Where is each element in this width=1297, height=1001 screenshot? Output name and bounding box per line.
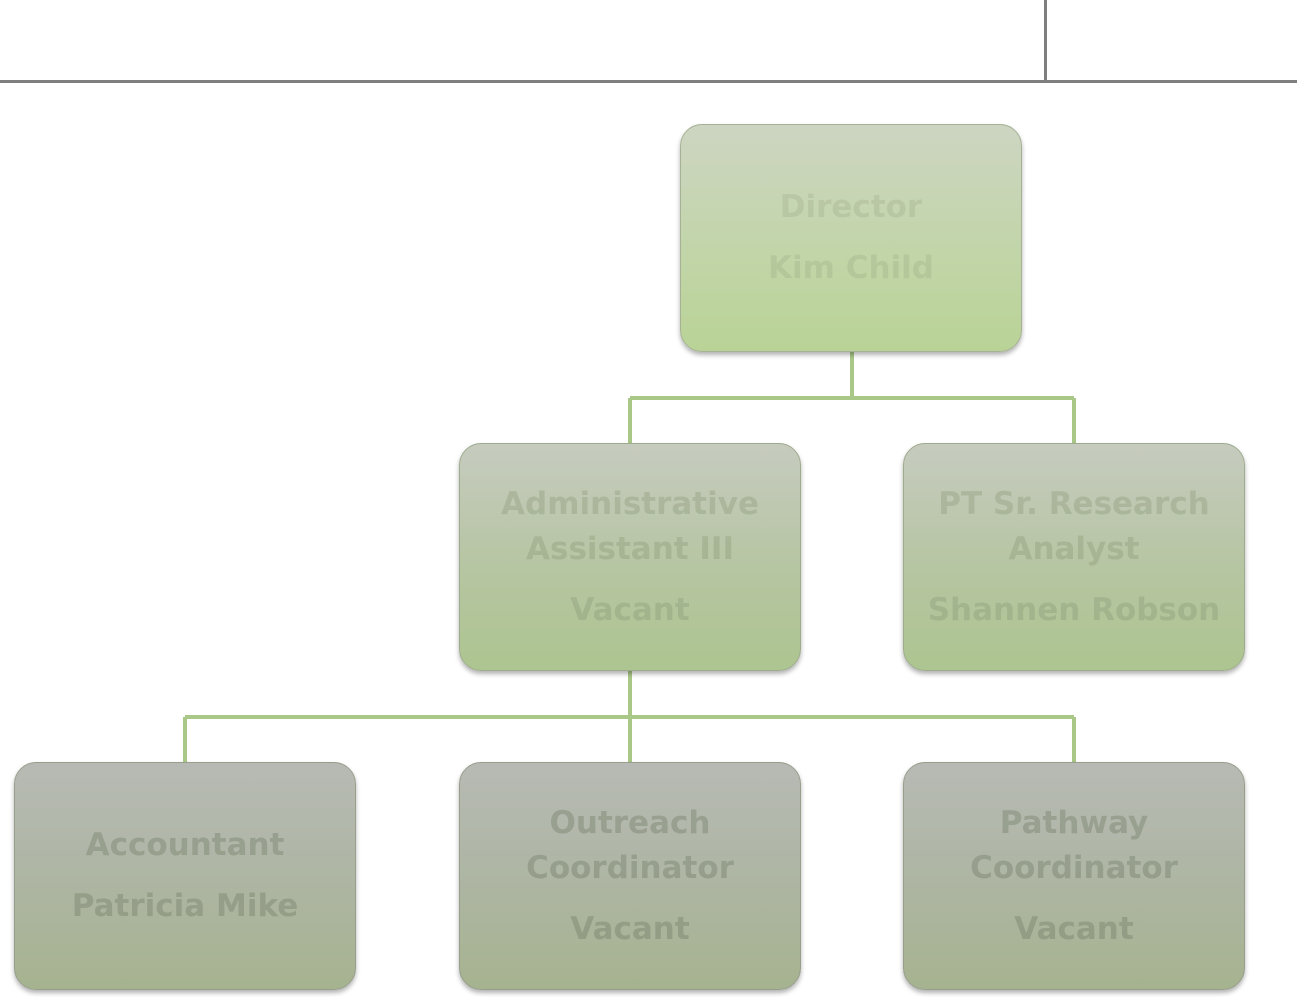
node-accountant-name: Patricia Mike	[72, 884, 299, 929]
node-director-title: Director	[780, 185, 922, 230]
node-director-name: Kim Child	[768, 246, 934, 291]
node-director: Director Kim Child	[680, 124, 1022, 352]
node-pathway-coordinator-title: Pathway Coordinator	[922, 801, 1226, 891]
node-admin-assistant-name: Vacant	[570, 588, 689, 633]
node-pathway-coordinator: Pathway Coordinator Vacant	[903, 762, 1245, 990]
node-research-analyst-name: Shannen Robson	[928, 588, 1221, 633]
node-research-analyst-title: PT Sr. Research Analyst	[922, 482, 1226, 572]
node-accountant-title: Accountant	[86, 823, 285, 868]
node-outreach-coordinator-title: Outreach Coordinator	[478, 801, 782, 891]
node-admin-assistant: Administrative Assistant III Vacant	[459, 443, 801, 671]
node-outreach-coordinator-name: Vacant	[570, 907, 689, 952]
node-outreach-coordinator: Outreach Coordinator Vacant	[459, 762, 801, 990]
node-pathway-coordinator-name: Vacant	[1014, 907, 1133, 952]
node-admin-assistant-title: Administrative Assistant III	[478, 482, 782, 572]
node-research-analyst: PT Sr. Research Analyst Shannen Robson	[903, 443, 1245, 671]
node-accountant: Accountant Patricia Mike	[14, 762, 356, 990]
